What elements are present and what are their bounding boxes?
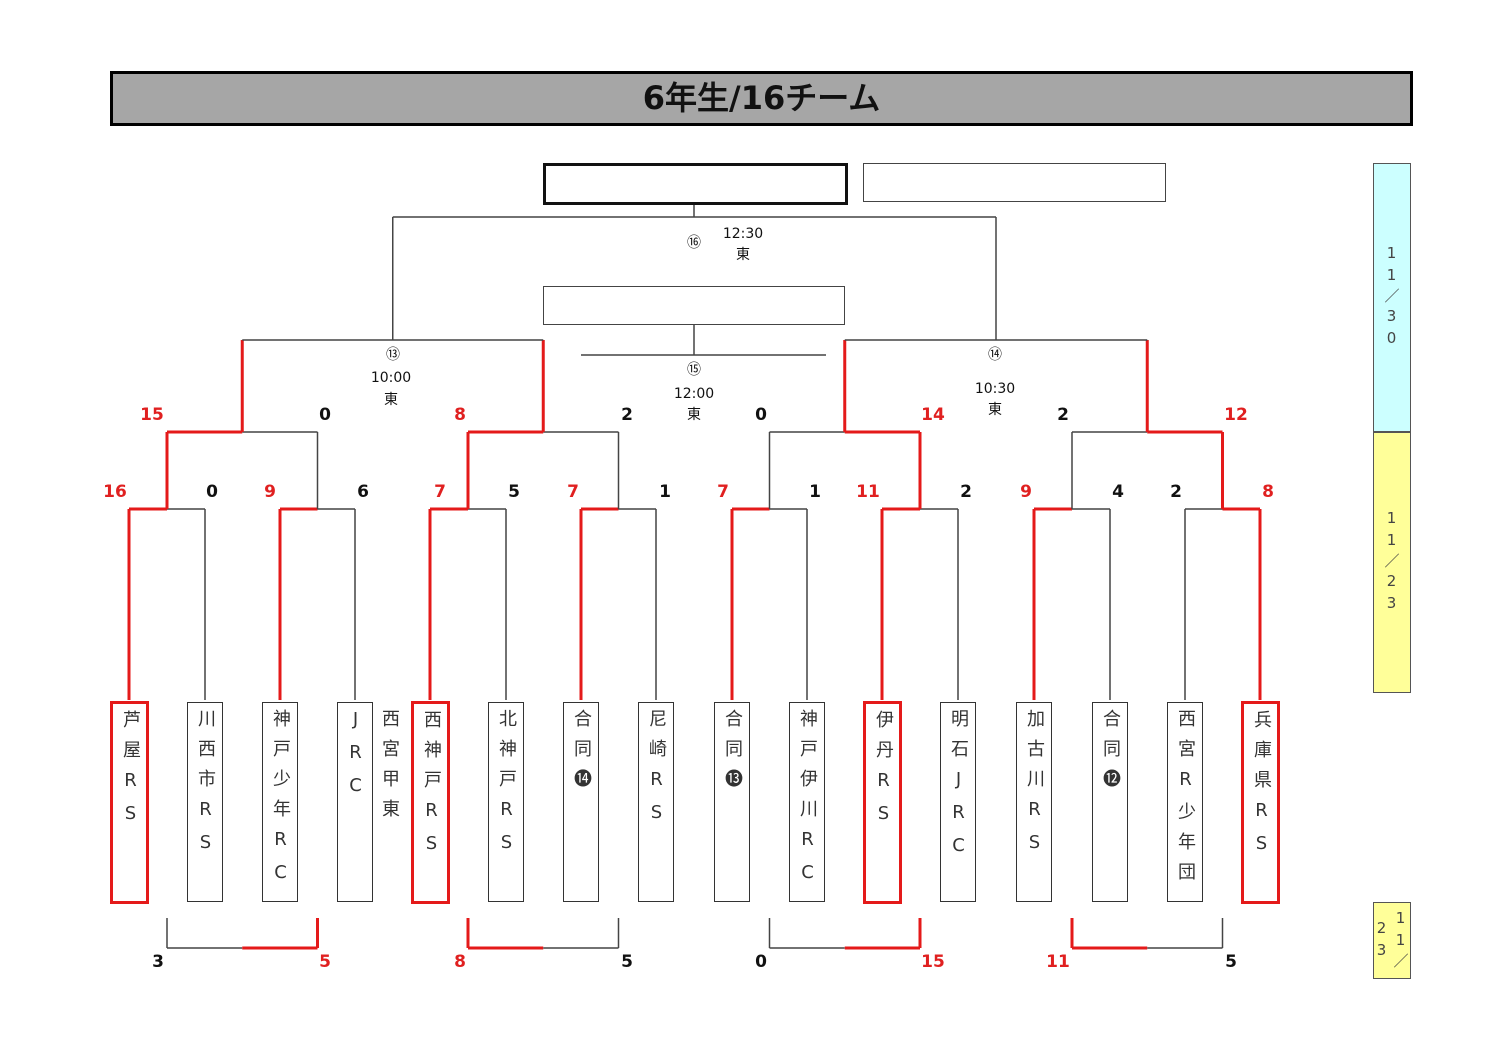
team-name: 明石JRC: [948, 709, 969, 868]
team-box: 明石JRC: [940, 702, 976, 902]
team-name: 西宮甲東JRC: [345, 709, 400, 829]
match-13-time: 10:00: [370, 370, 412, 386]
team-name: 西神戸RS: [421, 710, 442, 866]
round1-score: 9: [264, 482, 276, 502]
team-name: 川西市RS: [195, 709, 216, 865]
round1-score: 5: [508, 482, 520, 502]
match-15-number: ⑮: [687, 362, 701, 378]
date-band-1: 11／30: [1373, 163, 1411, 432]
match-14-number: ⑭: [988, 347, 1002, 363]
team-name: 神戸少年RC: [270, 709, 291, 895]
team-name: 北神戸RS: [496, 709, 517, 865]
round1-score: 7: [567, 482, 579, 502]
round1-score: 4: [1112, 482, 1124, 502]
match-15-time: 12:00: [673, 386, 715, 402]
match-16-number: ⑯: [687, 235, 701, 251]
team-name: 神戸伊川RC: [797, 709, 818, 895]
match-15-venue: 東: [687, 407, 701, 423]
team-box: 北神戸RS: [488, 702, 524, 902]
round1-score: 11: [856, 482, 880, 502]
team-box: 合同⓬: [1092, 702, 1128, 902]
bottom-score: 5: [1225, 952, 1237, 972]
round2-score: 15: [140, 405, 164, 425]
champion-box: [543, 163, 848, 205]
third-place-box: [543, 286, 845, 325]
team-name: 合同⓮: [571, 709, 592, 799]
team-box: 合同⓭: [714, 702, 750, 902]
bottom-score: 5: [621, 952, 633, 972]
team-box: 西神戸RS: [411, 701, 450, 904]
bottom-score: 3: [152, 952, 164, 972]
team-name: 合同⓬: [1100, 709, 1121, 799]
match-14-time: 10:30: [974, 381, 1016, 397]
round2-score: 0: [755, 405, 767, 425]
round1-score: 7: [717, 482, 729, 502]
match-16-time: 12:30: [722, 226, 764, 242]
match-16-venue: 東: [736, 247, 750, 263]
team-box: 加古川RS: [1016, 702, 1052, 902]
bottom-score: 11: [1046, 952, 1070, 972]
team-box: 尼崎RS: [638, 702, 674, 902]
date-band-2: 11／23: [1373, 432, 1411, 693]
round1-score: 9: [1020, 482, 1032, 502]
team-name: 合同⓭: [722, 709, 743, 799]
team-name: 尼崎RS: [646, 709, 667, 835]
round2-score: 0: [319, 405, 331, 425]
team-name: 芦屋RS: [120, 710, 141, 836]
round1-score: 16: [103, 482, 127, 502]
match-13-number: ⑬: [386, 347, 400, 363]
round2-score: 12: [1224, 405, 1248, 425]
round2-score: 2: [1057, 405, 1069, 425]
bottom-score: 0: [755, 952, 767, 972]
round1-score: 6: [357, 482, 369, 502]
bottom-score: 8: [454, 952, 466, 972]
round2-score: 8: [454, 405, 466, 425]
page-title: 6年生/16チーム: [110, 71, 1413, 126]
team-box: 西宮甲東JRC: [337, 702, 400, 902]
team-box: 神戸伊川RC: [789, 702, 825, 902]
round1-score: 0: [206, 482, 218, 502]
match-14-venue: 東: [988, 402, 1002, 418]
team-box: 川西市RS: [187, 702, 223, 902]
bottom-score: 5: [319, 952, 331, 972]
team-box: 伊丹RS: [863, 701, 902, 904]
team-box: 神戸少年RC: [262, 702, 298, 902]
round1-score: 8: [1262, 482, 1274, 502]
team-box: 兵庫県RS: [1241, 701, 1280, 904]
team-name: 伊丹RS: [873, 710, 894, 836]
round2-score: 2: [621, 405, 633, 425]
round1-score: 7: [434, 482, 446, 502]
team-box: 合同⓮: [563, 702, 599, 902]
round1-score: 1: [659, 482, 671, 502]
match-13-venue: 東: [384, 392, 398, 408]
date-label: 11／30: [1382, 244, 1401, 351]
team-name: 西宮R少年団: [1175, 709, 1196, 892]
date-label: 11／23: [1382, 509, 1401, 616]
round1-score: 1: [809, 482, 821, 502]
round2-score: 14: [921, 405, 945, 425]
round1-score: 2: [1170, 482, 1182, 502]
runner-up-box: [863, 163, 1166, 202]
bottom-score: 15: [921, 952, 945, 972]
team-box: 芦屋RS: [110, 701, 149, 904]
team-box: 西宮R少年団: [1167, 702, 1203, 902]
team-name: 加古川RS: [1024, 709, 1045, 865]
date-band-3: 11／23: [1373, 902, 1411, 979]
date-label: 11／23: [1372, 909, 1410, 972]
team-name: 兵庫県RS: [1251, 710, 1272, 866]
round1-score: 2: [960, 482, 972, 502]
